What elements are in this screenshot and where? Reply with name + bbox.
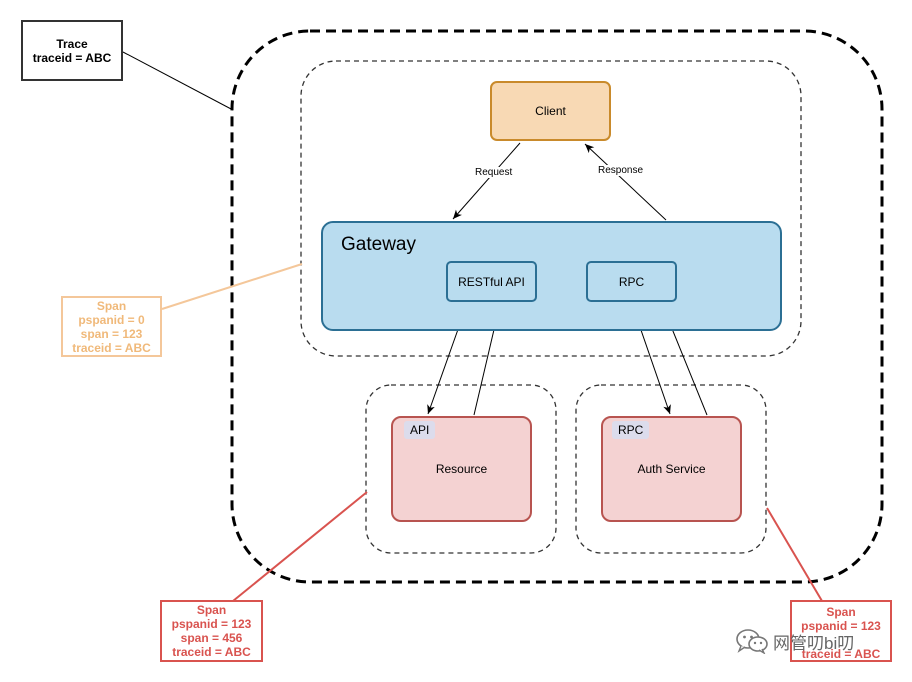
response-label: Response <box>597 165 645 176</box>
request-label: Request <box>474 167 514 178</box>
resource-span-callout-line <box>232 491 368 602</box>
rpc-tag: RPC <box>612 421 650 439</box>
gateway-span-box: Span pspanid = 0 span = 123 traceid = AB… <box>61 296 162 357</box>
gateway-rpc-label: RPC <box>618 274 645 289</box>
auth-span-boundary <box>575 384 767 554</box>
gateway-span-boundary <box>300 60 802 357</box>
wechat-icon <box>736 629 768 654</box>
span-title: Span <box>826 605 856 619</box>
span-title: Span <box>96 298 127 313</box>
gateway-title: Gateway <box>341 234 416 255</box>
gateway-rpc-node: RPC <box>586 261 677 302</box>
span-traceid: traceid = ABC <box>72 340 151 355</box>
api-tag: API <box>404 421 436 439</box>
client-node: Client <box>490 81 611 141</box>
watermark: 网管叨bi叨 <box>735 628 854 654</box>
restful-api-label: RESTful API <box>458 274 525 289</box>
trace-callout-line <box>122 51 234 111</box>
auth-service-label: Auth Service <box>637 462 706 476</box>
span-id: span = 123 <box>80 326 143 341</box>
span-traceid: traceid = ABC <box>172 645 251 659</box>
resource-span-box: Span pspanid = 123 span = 456 traceid = … <box>160 600 263 662</box>
resource-span-boundary <box>365 384 557 554</box>
request-arrow <box>452 142 521 220</box>
watermark-text: 网管叨bi叨 <box>773 633 855 653</box>
span-traceid: traceid = ABC <box>801 647 881 661</box>
restful-api-node: RESTful API <box>446 261 537 302</box>
auth-span-box: Span pspanid = 123 traceid = ABC <box>790 600 892 662</box>
span-title: Span <box>196 603 227 617</box>
gateway-node <box>321 221 782 331</box>
auth-span-callout-line <box>766 507 823 602</box>
span-pspanid: pspanid = 123 <box>171 617 252 631</box>
trace-boundary <box>230 29 884 584</box>
resource-label: Resource <box>435 462 488 476</box>
trace-info-box: Trace traceid = ABC <box>21 20 123 81</box>
span-id: span = 456 <box>180 631 243 645</box>
trace-traceid: traceid = ABC <box>32 50 112 65</box>
trace-title: Trace <box>56 36 88 51</box>
span-pspanid: pspanid = 0 <box>78 312 145 327</box>
span-pspanid: pspanid = 123 <box>801 619 881 633</box>
gateway-span-callout-line <box>161 263 303 310</box>
response-arrow <box>584 143 667 221</box>
client-label: Client <box>535 104 566 118</box>
